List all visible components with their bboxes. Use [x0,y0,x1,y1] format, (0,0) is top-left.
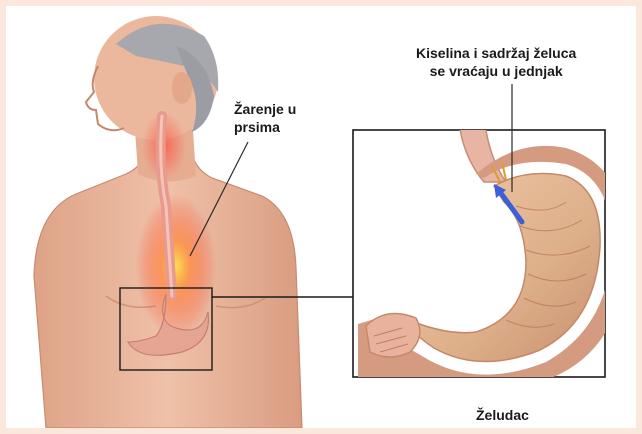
heartburn-label-line1: Žarenje u [234,100,296,118]
stomach-label: Želudac [476,406,529,424]
acid-reflux-label: Kiselina i sadržaj želuca se vraćaju u j… [416,44,576,80]
heartburn-label: Žarenje u prsima [234,100,296,136]
heartburn-diagram: Žarenje u prsima Kiselina i sadržaj želu… [6,6,636,428]
acid-reflux-label-line2: se vraćaju u jednjak [416,62,576,80]
heartburn-label-line2: prsima [234,118,296,136]
human-figure [34,16,302,428]
acid-reflux-label-line1: Kiselina i sadržaj želuca [416,44,576,62]
